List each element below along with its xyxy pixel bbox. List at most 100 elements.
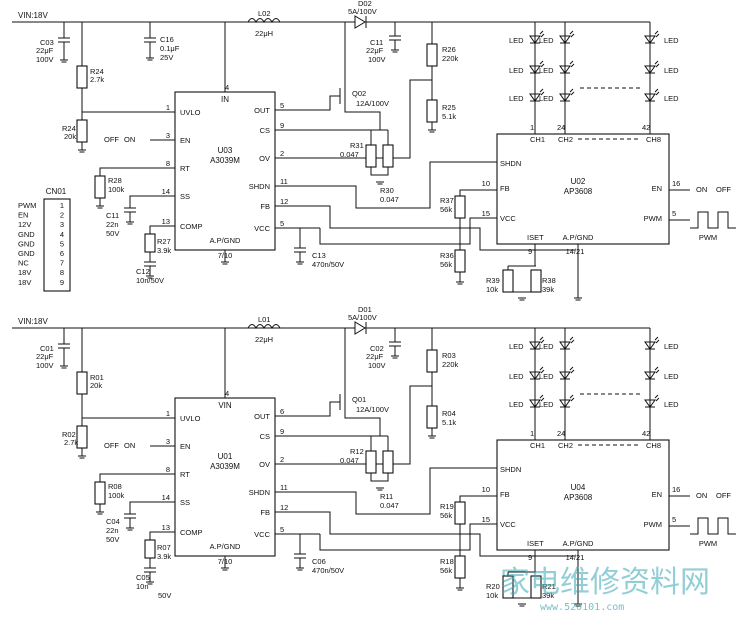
wire [459,495,497,502]
led-ray [654,88,659,93]
driver-ref: U02 [571,177,586,186]
ground-icon [518,603,526,607]
wire [319,217,497,245]
ic-pin-gnd: A.P/GND [210,542,241,551]
watermark-text: 家电维修资料网 [500,565,710,600]
ovp-resistor-top [426,43,438,67]
ic-right-pin-number: 2 [280,149,284,158]
diode-rating: 5A/100V [348,313,377,322]
led-icon [559,336,575,350]
led-triangle [529,65,541,74]
led-triangle [559,65,571,74]
vcc-cap-value: 470n/50V [312,566,344,575]
wire [99,167,175,176]
ground-icon [376,181,384,185]
ic-right-pin-number: 11 [280,483,288,492]
ovp-r-top-ref: R03 [442,351,456,360]
rt-resistor [94,481,106,505]
driver-pin-n3: 42 [642,123,650,132]
ic-left-pin-number: 13 [162,523,170,532]
driver-fb: FB [500,490,510,499]
connector-pin-signal: 18V [18,278,31,287]
led-triangle [559,399,571,408]
led-icon [644,394,660,408]
led-ray [654,366,659,371]
diode-icon [354,321,366,335]
connector-pin-signal: 12V [18,220,31,229]
wire [344,410,381,436]
ic-part: A3039M [210,156,240,165]
ic-left-pin-label: UVLO [180,108,201,117]
connector-pin-number: 7 [60,259,64,268]
led-ray [570,369,575,374]
ground-icon [78,149,86,153]
pwm-waveform-icon [690,517,736,535]
uvlo-r-top-value: 2.7k [90,75,104,84]
uvlo-r-bot-value: 2.7k [64,438,78,447]
cs-r1-ref: R12 [350,447,364,456]
driver-fb: FB [500,184,510,193]
led-label: LED [539,400,554,409]
connector-pin-number: 9 [60,278,64,287]
comp-cap-ref: C12 [136,267,150,276]
led-icon [559,60,575,74]
led-ray [540,397,545,402]
output-cap-value: 22μF [366,352,384,361]
ic-left-pin-label: COMP [180,528,203,537]
led-ray [569,336,574,341]
fb-resistor [454,501,466,525]
mosfet-ref: Q01 [352,395,366,404]
led-ray [569,88,574,93]
led-triangle [644,371,656,380]
led-ray [655,369,660,374]
led-ray [654,336,659,341]
iset-r1-value: 10k [486,591,498,600]
fb-r2-ref: R36 [440,251,454,260]
led-icon [644,366,660,380]
led-ray [539,366,544,371]
ovp-r-top-value: 220k [442,360,459,369]
cs-r1-ref: R31 [350,141,364,150]
driver-ch2: CH2 [558,441,573,450]
led-icon [529,394,545,408]
led-ray [655,397,660,402]
ic-right-pin-label: VCC [254,224,270,233]
driver-iset: ISET [527,233,544,242]
led-driver-ic [496,133,670,245]
ic-right-pin-number: 9 [280,427,284,436]
uvlo-resistor-bottom [76,119,88,143]
led-label: LED [509,36,524,45]
driver-part: AP3608 [564,187,593,196]
driver-vcc-n: 15 [482,515,490,524]
connector-ref: CN01 [46,187,67,196]
uvlo-resistor-bottom [76,425,88,449]
ic-right-pin-label: CS [260,432,270,441]
inductor-coil [247,324,281,330]
led-triangle [644,399,656,408]
wire [320,161,497,209]
wire [370,167,389,176]
led-label: LED [509,372,524,381]
ground-icon [60,365,68,369]
comp-r-value: 3.9k [157,246,171,255]
driver-gnd: A.P/GND [563,539,594,548]
wire [99,473,175,482]
comp-cap-ref: C05 [136,573,150,582]
driver-vcc: VCC [500,520,516,529]
cs-r2-value: 0.047 [380,195,399,204]
input-capacitor [58,343,70,349]
connector-pin-number: 2 [60,211,64,220]
iset-r2-ref: R38 [542,276,556,285]
inductor-value: 22μH [255,335,273,344]
ic-right-pin-number: 9 [280,121,284,130]
driver-pwm: PWM [644,214,662,223]
led-icon [644,30,660,44]
led-label: LED [509,400,524,409]
ground-icon [391,49,399,53]
comp-capacitor [144,567,156,573]
ic-left-pin-number: 1 [166,103,170,112]
led-icon [559,88,575,102]
uvlo-resistor-top [76,65,88,89]
comp-cap-voltage: 50V [158,591,171,600]
comp-r-value: 3.9k [157,552,171,561]
